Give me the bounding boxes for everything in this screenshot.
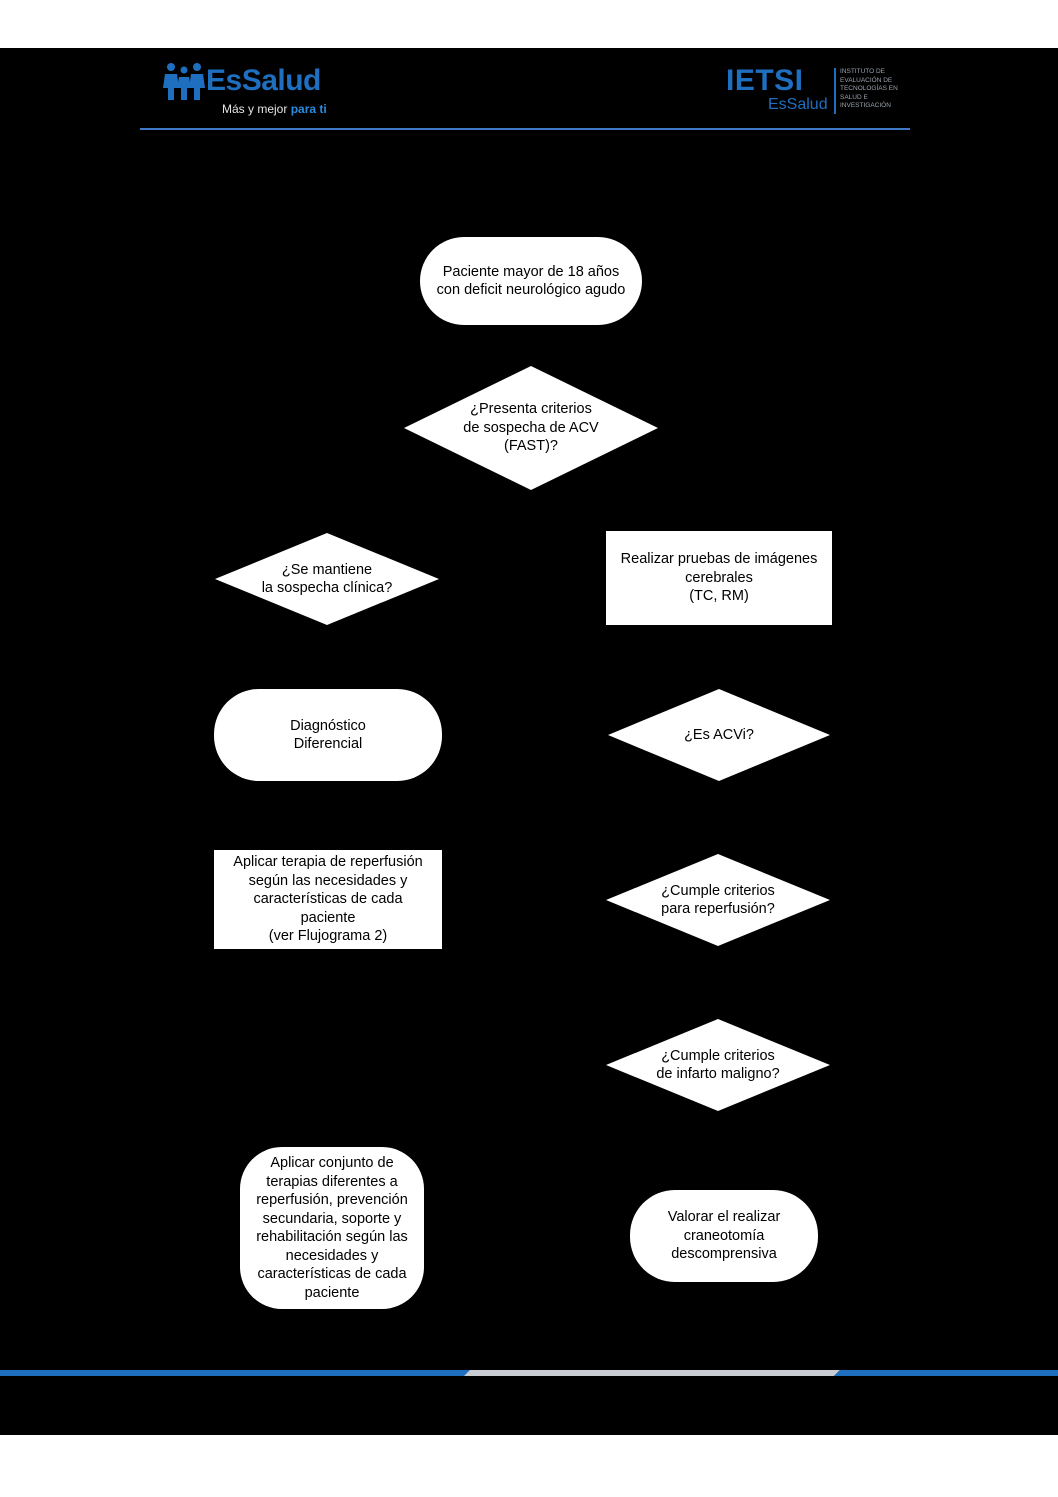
node-label: ¿Cumple criterios para reperfusión?: [661, 882, 775, 918]
fast-criteria-decision: ¿Presenta criterios de sospecha de ACV (…: [404, 366, 658, 490]
decision-diamond-shape: [608, 689, 830, 781]
header-rule: [140, 128, 910, 130]
malignant-infarct-decision: ¿Cumple criterios de infarto maligno?: [606, 1019, 830, 1111]
differential-diagnosis-terminal: Diagnóstico Diferencial: [214, 689, 442, 781]
node-label: Valorar el realizar craneotomía descompr…: [667, 1209, 781, 1263]
start-terminal: Paciente mayor de 18 años con deficit ne…: [420, 237, 642, 325]
flowchart-connectors: [325, 325, 719, 1231]
reperfusion-therapy-process: Aplicar terapia de reperfusión según las…: [214, 850, 442, 949]
essalud-tagline: Más y mejor para ti: [222, 102, 327, 116]
node-label: Diagnóstico Diferencial: [290, 717, 366, 753]
ietsi-subname: EsSalud: [768, 96, 828, 113]
connector: [422, 1064, 606, 1231]
node-label: Realizar pruebas de imágenes cerebrales …: [620, 551, 818, 605]
decision-diamond-shape: [606, 854, 830, 946]
decision-diamond-shape: [215, 533, 439, 625]
decision-diamond-shape: [404, 366, 658, 490]
family-figures-icon: [163, 63, 205, 100]
connector: [658, 424, 719, 533]
decision-diamond-shape: [606, 1019, 830, 1111]
craniotomy-terminal: Valorar el realizar craneotomía descompr…: [630, 1190, 818, 1282]
essalud-logo: EsSalud Más y mejor para ti: [162, 58, 342, 118]
node-label: Aplicar terapia de reperfusión según las…: [233, 854, 423, 945]
document-page: EsSalud Más y mejor para ti IETSI EsSalu…: [0, 48, 1058, 1435]
ietsi-institute: INSTITUTO DE EVALUACIÓN DE TECNOLOGÍAS E…: [840, 68, 898, 109]
node-label: Paciente mayor de 18 años con deficit ne…: [436, 263, 626, 299]
node-label: ¿Es ACVi?: [684, 726, 754, 743]
other-therapies-terminal: Aplicar conjunto de terapias diferentes …: [240, 1147, 424, 1309]
logo-divider: [834, 68, 836, 114]
node-label: Aplicar conjunto de terapias diferentes …: [256, 1155, 408, 1301]
ietsi-logo: IETSI EsSalud INSTITUTO DE EVALUACIÓN DE…: [726, 64, 916, 126]
node-label: ¿Cumple criterios de infarto maligno?: [656, 1047, 780, 1083]
node-label: ¿Presenta criterios de sospecha de ACV (…: [463, 401, 599, 455]
reperfusion-criteria-decision: ¿Cumple criterios para reperfusión?: [606, 854, 830, 946]
brain-imaging-process: Realizar pruebas de imágenes cerebrales …: [606, 531, 832, 625]
connector: [325, 424, 404, 533]
node-label: ¿Se mantiene la sospecha clínica?: [261, 561, 393, 597]
acvi-decision: ¿Es ACVi?: [608, 689, 830, 781]
ietsi-name: IETSI: [726, 64, 804, 97]
essalud-brand: EsSalud: [206, 64, 321, 97]
footer-band: [0, 1370, 1058, 1376]
clinical-suspicion-decision: ¿Se mantiene la sospecha clínica?: [215, 533, 439, 625]
